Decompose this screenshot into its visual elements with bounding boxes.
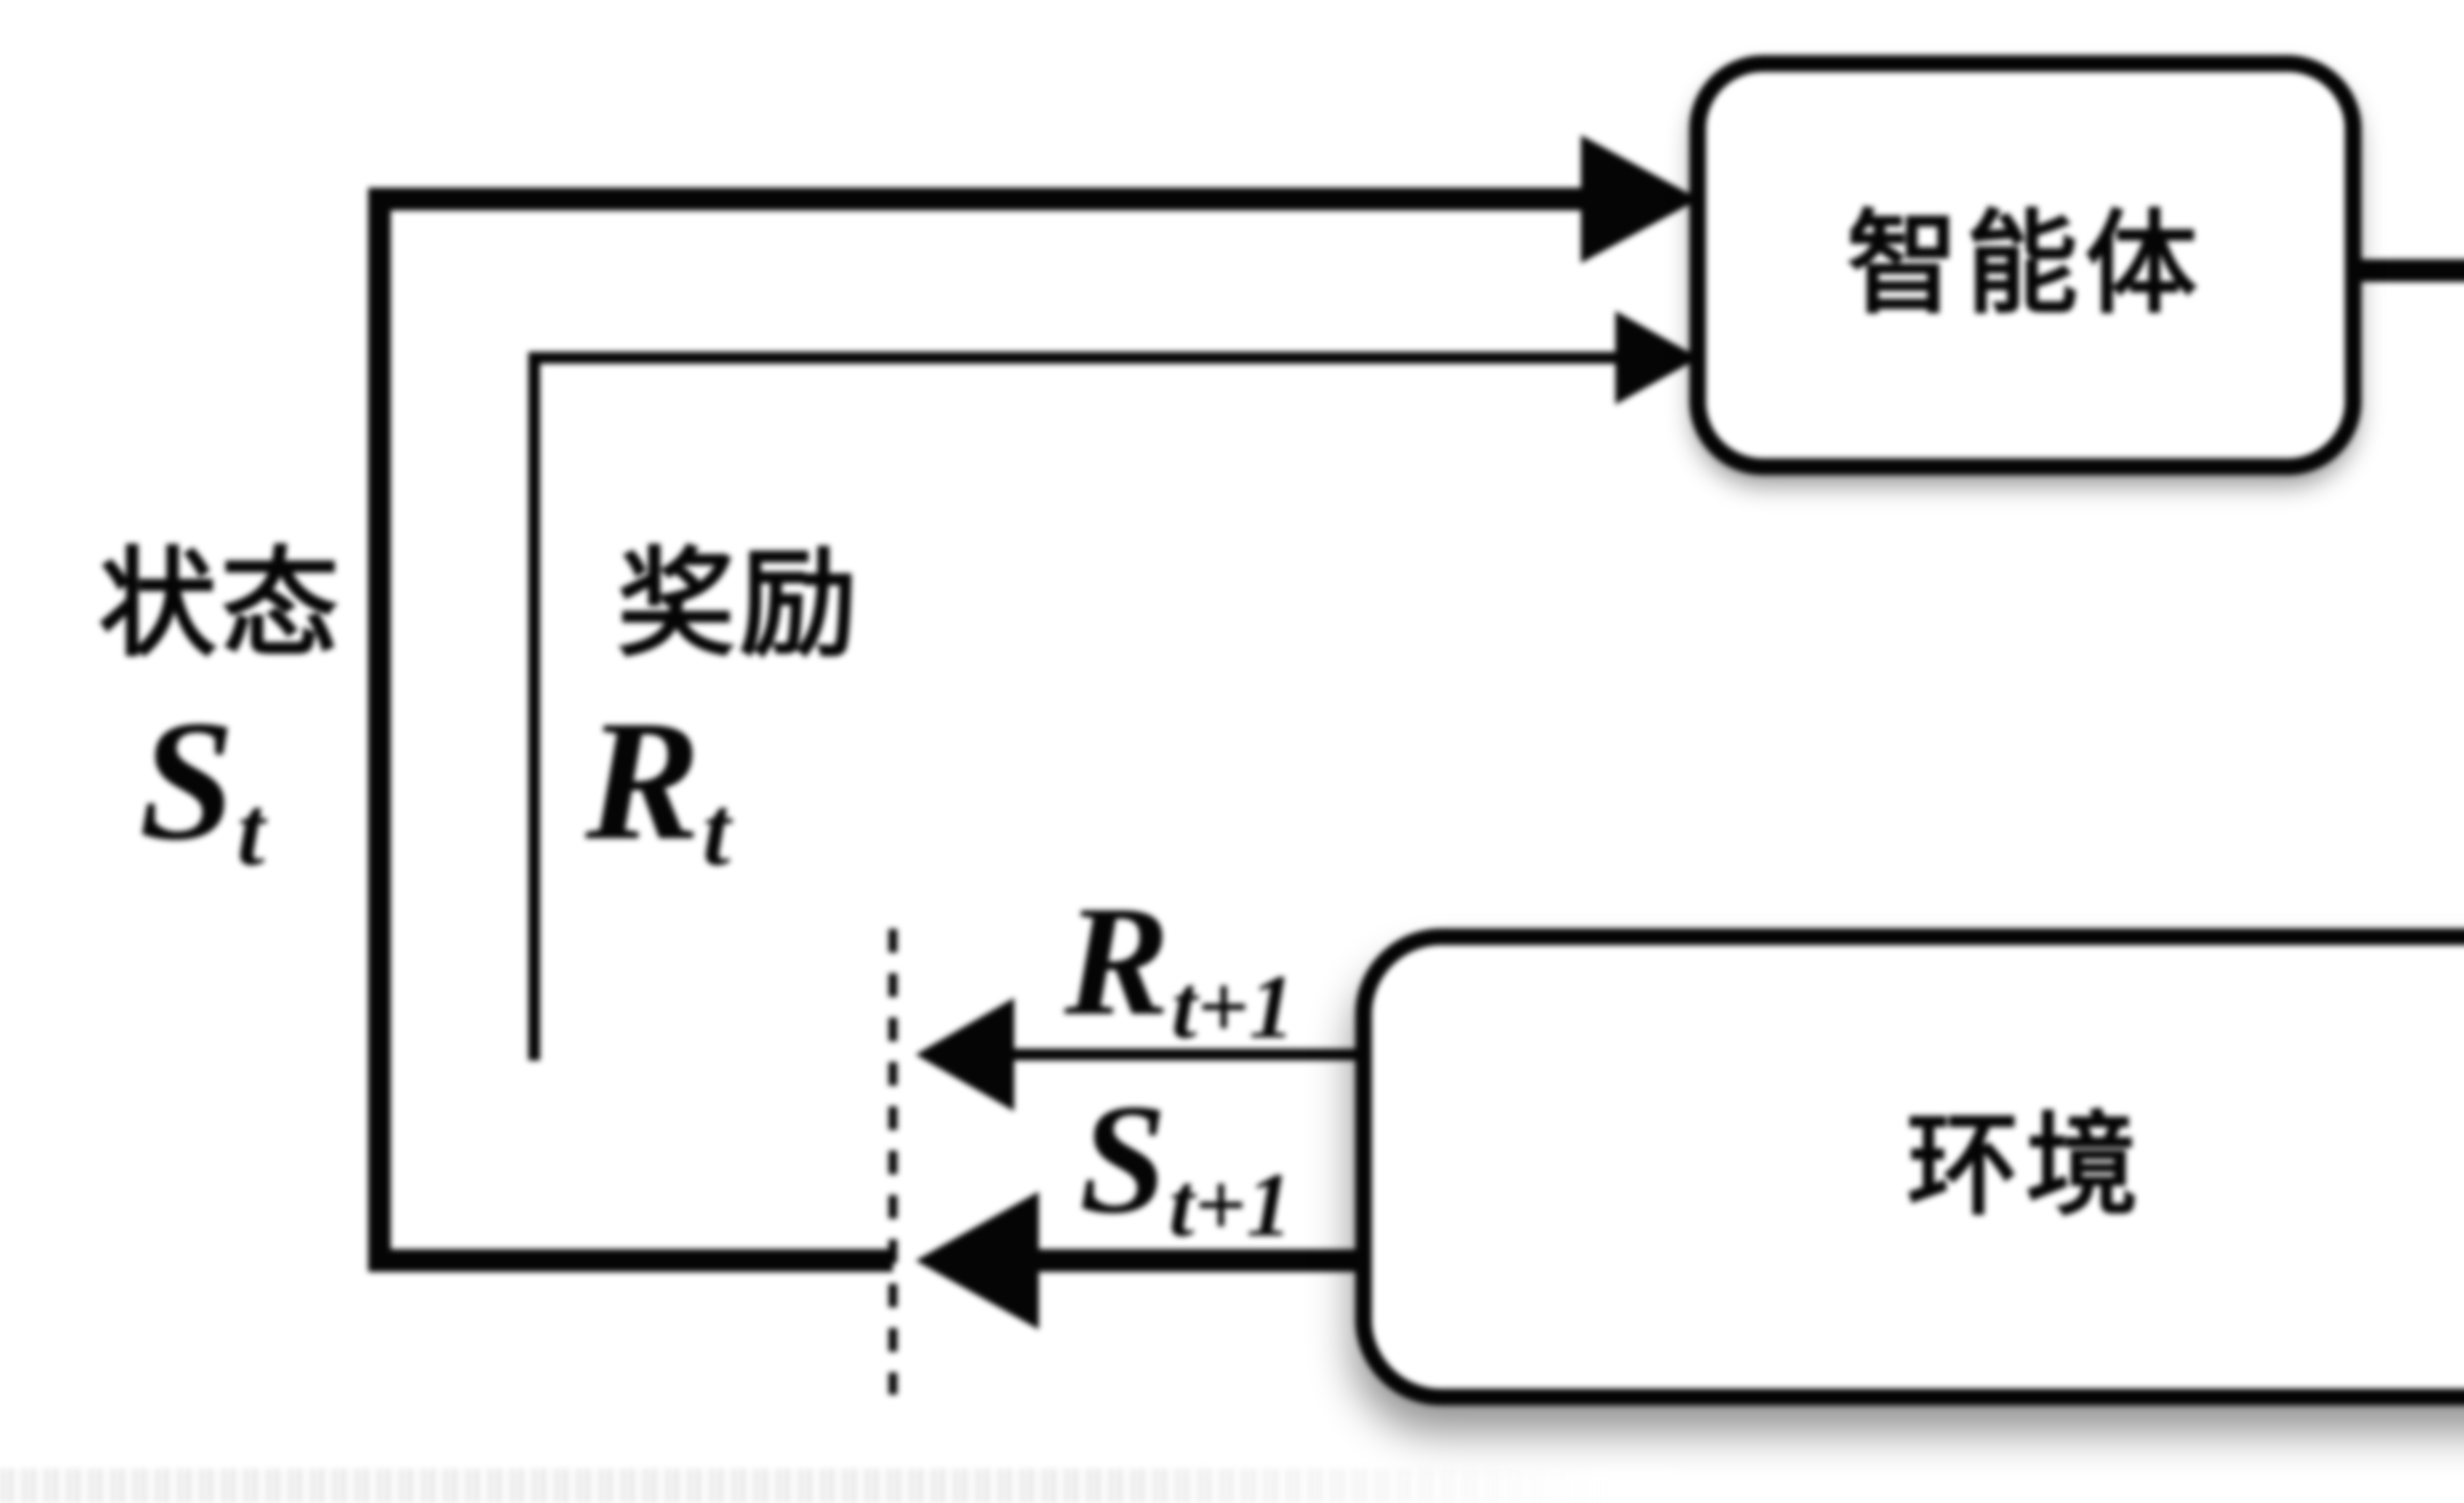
reward-symbol: Rt <box>585 694 730 881</box>
next-state-symbol-subscript: t+1 <box>1168 1155 1292 1256</box>
state-symbol: St <box>139 694 265 881</box>
next-state-symbol: St+1 <box>1079 1080 1292 1251</box>
state-caption: 状态 <box>99 540 343 671</box>
agent-label: 智能体 <box>1847 203 2204 327</box>
state-feedback-line-vertical <box>368 188 391 1272</box>
reward-caption: 奖励 <box>617 540 862 671</box>
state-to-agent-arrowhead-icon <box>1581 135 1699 263</box>
reward-symbol-letter: R <box>585 684 701 876</box>
next-reward-symbol-subscript: t+1 <box>1171 956 1295 1058</box>
environment-box: 环境 <box>1355 928 2464 1405</box>
agent-action-line-top <box>2361 259 2464 282</box>
next-state-line <box>1039 1249 1356 1272</box>
agent-box: 智能体 <box>1689 55 2361 475</box>
next-reward-symbol: Rt+1 <box>1064 882 1295 1053</box>
reward-feedback-line-vertical <box>528 352 540 1060</box>
state-to-agent-line <box>368 188 1581 210</box>
time-step-boundary-dashed-line <box>889 929 897 1395</box>
bottom-caption-fragment <box>0 1469 1676 1503</box>
reward-to-agent-line <box>528 352 1615 364</box>
state-symbol-letter: S <box>139 684 235 876</box>
next-reward-arrowhead-icon <box>916 998 1014 1111</box>
next-state-arrowhead-icon <box>916 1192 1039 1330</box>
next-state-symbol-letter: S <box>1079 1072 1167 1246</box>
state-symbol-subscript: t <box>237 775 265 886</box>
environment-label: 环境 <box>1907 1105 2145 1229</box>
next-reward-line <box>1014 1049 1356 1060</box>
reward-symbol-subscript: t <box>702 775 730 886</box>
state-return-line <box>368 1249 893 1272</box>
next-reward-symbol-letter: R <box>1064 874 1170 1048</box>
reward-to-agent-arrowhead-icon <box>1615 311 1699 405</box>
